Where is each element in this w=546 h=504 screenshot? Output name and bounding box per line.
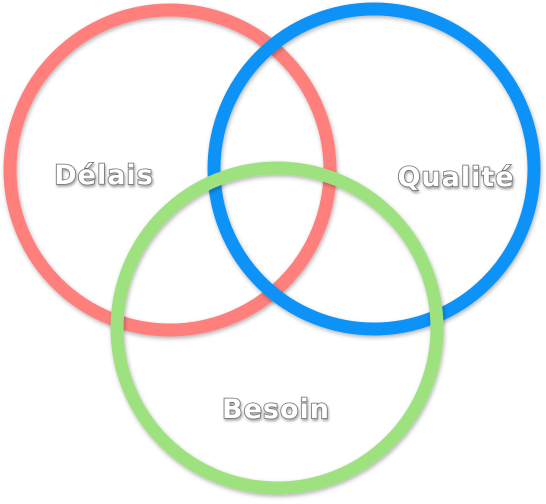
label-delais: Délais xyxy=(54,160,154,191)
circle-besoin xyxy=(110,161,444,495)
circle-delais xyxy=(3,3,337,337)
label-besoin: Besoin xyxy=(222,394,330,425)
label-qualite: Qualité xyxy=(397,162,514,193)
circle-qualite xyxy=(207,2,541,336)
